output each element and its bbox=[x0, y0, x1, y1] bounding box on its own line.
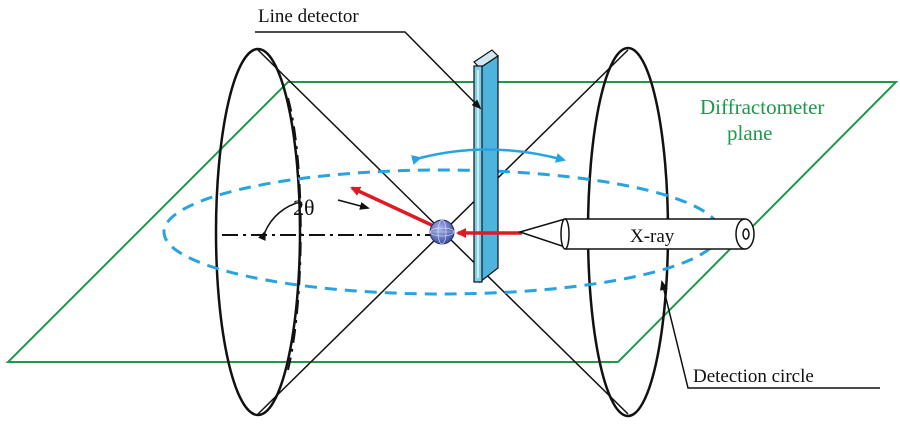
line-detector-label: Line detector bbox=[258, 6, 359, 27]
left-cone-ellipse bbox=[214, 47, 302, 417]
line-detector bbox=[473, 49, 499, 284]
left-ellipse-hidden-edge bbox=[287, 97, 302, 371]
two-theta-arc bbox=[258, 201, 301, 241]
diffracted-beam-arrow bbox=[350, 186, 439, 230]
detection-circle-label: Detection circle bbox=[693, 366, 814, 387]
xray-tube-icon bbox=[517, 218, 755, 250]
two-theta-arrow bbox=[337, 199, 370, 210]
line-detector-leader bbox=[255, 31, 482, 110]
diffractometer-plane-label-line2: plane bbox=[727, 121, 772, 145]
two-theta-label: 2θ bbox=[293, 195, 315, 220]
sample-sphere-icon bbox=[429, 219, 455, 245]
rotation-arrow-icon bbox=[411, 148, 566, 165]
xray-label: X-ray bbox=[630, 226, 675, 247]
detection-circle-leader bbox=[660, 280, 880, 389]
diffractometer-plane-label-line1: Diffractometer bbox=[700, 95, 824, 119]
diffractometer-plane bbox=[5, 81, 899, 363]
